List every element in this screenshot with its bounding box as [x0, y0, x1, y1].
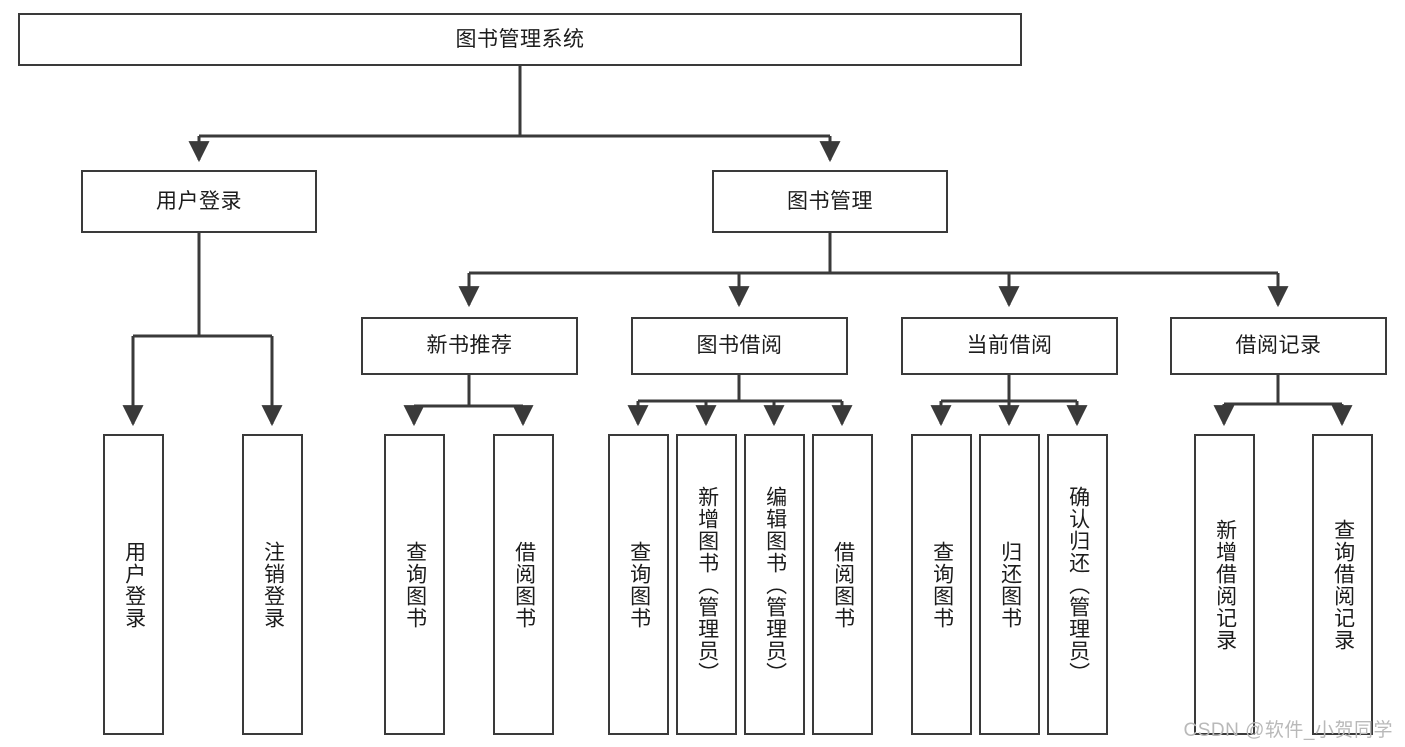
node-book-borrow[interactable]: 图书借阅: [631, 317, 848, 375]
node-borrow-record[interactable]: 借阅记录: [1170, 317, 1387, 375]
leaf-borrow-book-2-label: 借阅图书: [831, 540, 855, 629]
leaf-edit-book-label: 编辑图书（管理员）: [763, 485, 787, 684]
node-book-borrow-label: 图书借阅: [696, 334, 783, 358]
node-current-borrow-label: 当前借阅: [966, 334, 1053, 358]
leaf-query-book-1-label: 查询图书: [403, 540, 427, 629]
leaf-borrow-book-2[interactable]: 借阅图书: [812, 434, 873, 735]
leaf-return-book[interactable]: 归还图书: [979, 434, 1040, 735]
leaf-query-book-2-label: 查询图书: [627, 540, 651, 629]
node-new-book-recommend-label: 新书推荐: [426, 334, 513, 358]
leaf-query-book-1[interactable]: 查询图书: [384, 434, 445, 735]
leaf-query-book-3-label: 查询图书: [930, 540, 954, 629]
leaf-query-record-label: 查询借阅记录: [1331, 518, 1355, 651]
leaf-query-book-3[interactable]: 查询图书: [911, 434, 972, 735]
node-user-login-label: 用户登录: [156, 189, 242, 213]
leaf-edit-book[interactable]: 编辑图书（管理员）: [744, 434, 805, 735]
leaf-user-login[interactable]: 用户登录: [103, 434, 164, 735]
leaf-query-record[interactable]: 查询借阅记录: [1312, 434, 1373, 735]
leaf-logout-login-label: 注销登录: [261, 540, 285, 629]
leaf-confirm-return[interactable]: 确认归还（管理员）: [1047, 434, 1108, 735]
leaf-return-book-label: 归还图书: [998, 540, 1022, 629]
leaf-logout-login[interactable]: 注销登录: [242, 434, 303, 735]
leaf-user-login-label: 用户登录: [122, 540, 146, 629]
leaf-query-book-2[interactable]: 查询图书: [608, 434, 669, 735]
csdn-watermark: CSDN @软件_小贺同学: [1183, 720, 1393, 741]
leaf-confirm-return-label: 确认归还（管理员）: [1066, 485, 1090, 684]
leaf-add-book[interactable]: 新增图书（管理员）: [676, 434, 737, 735]
leaf-add-record[interactable]: 新增借阅记录: [1194, 434, 1255, 735]
node-current-borrow[interactable]: 当前借阅: [901, 317, 1118, 375]
node-root[interactable]: 图书管理系统: [18, 13, 1022, 66]
leaf-add-book-label: 新增图书（管理员）: [695, 485, 719, 684]
node-book-management-label: 图书管理: [787, 189, 873, 213]
leaf-borrow-book-1[interactable]: 借阅图书: [493, 434, 554, 735]
node-user-login[interactable]: 用户登录: [81, 170, 317, 233]
node-new-book-recommend[interactable]: 新书推荐: [361, 317, 578, 375]
node-root-label: 图书管理系统: [455, 27, 585, 51]
leaf-add-record-label: 新增借阅记录: [1213, 518, 1237, 651]
node-book-management[interactable]: 图书管理: [712, 170, 948, 233]
leaf-borrow-book-1-label: 借阅图书: [512, 540, 536, 629]
node-borrow-record-label: 借阅记录: [1235, 334, 1322, 358]
